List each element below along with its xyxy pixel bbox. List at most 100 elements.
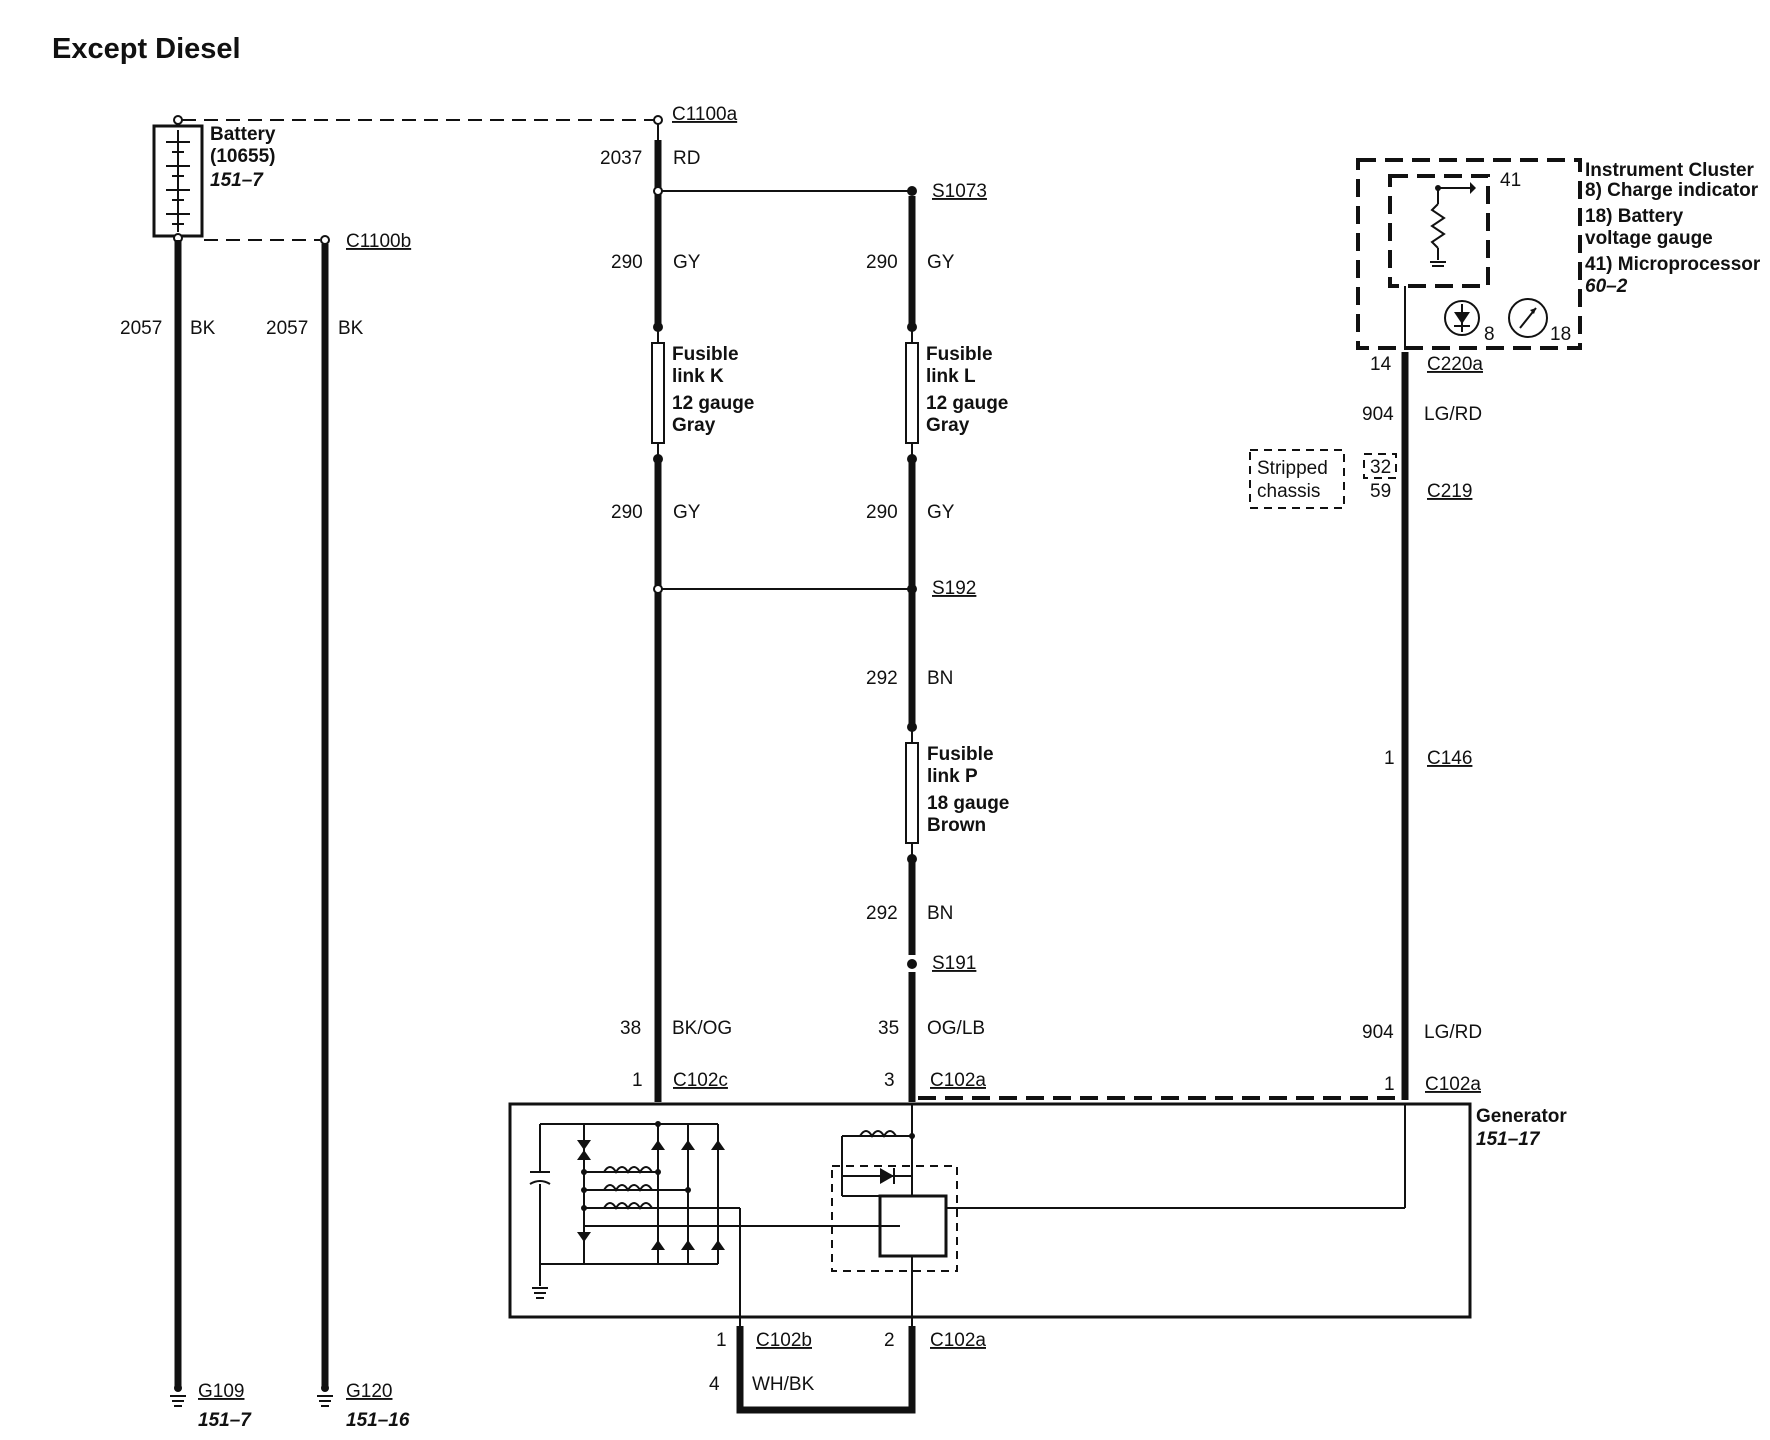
g109-label: G109 (198, 1381, 244, 1402)
wire-290b-num: 290 (611, 502, 643, 523)
ground-g109-icon (170, 1384, 186, 1407)
ground-g120-icon (317, 1384, 333, 1407)
c102a-right-label: C102a (1425, 1074, 1481, 1095)
c146-label: C146 (1427, 748, 1472, 769)
c1100a-label: C1100a (672, 104, 738, 125)
c102b-pin: 1 (716, 1330, 727, 1351)
s1073-label: S1073 (932, 181, 987, 202)
c1100a-terminal (653, 115, 663, 125)
cluster-ref: 60–2 (1585, 276, 1628, 297)
cluster-line3: 18) Battery (1585, 206, 1684, 227)
fusible-p-line4: Brown (927, 815, 986, 836)
c219-box-pin: 32 (1370, 457, 1391, 478)
battery-name: Battery (210, 124, 276, 145)
stripped-chassis-line2: chassis (1257, 481, 1320, 502)
fusible-link-l (905, 342, 919, 444)
microprocessor-icon (1430, 182, 1476, 267)
wire-35-num: 35 (878, 1018, 899, 1039)
fusible-k-line3: 12 gauge (672, 393, 754, 414)
g120-label: G120 (346, 1381, 392, 1402)
cluster-line1: Instrument Cluster (1585, 160, 1755, 181)
fusible-l-line1: Fusible (926, 344, 993, 365)
wire-4-loop (736, 1326, 916, 1414)
fusible-link-k (651, 342, 665, 444)
page-title: Except Diesel (52, 33, 241, 65)
battery-symbol (152, 115, 204, 243)
instrument-cluster-box (1356, 158, 1582, 350)
rectifier-bridge (529, 1121, 900, 1326)
stripped-chassis-line1: Stripped (1257, 458, 1328, 479)
c220a-pin: 14 (1370, 354, 1392, 375)
g120-ref: 151–16 (346, 1410, 410, 1431)
wire-38-color: BK/OG (672, 1018, 732, 1039)
wire-35-color: OG/LB (927, 1018, 985, 1039)
battery-ref: 151–7 (210, 170, 264, 191)
wire-904b-num: 904 (1362, 1022, 1394, 1043)
fusible-l-line2: link L (926, 366, 976, 387)
wire-292b-color: BN (927, 903, 953, 924)
c1100b-terminal (320, 235, 330, 245)
wire-2037-num: 2037 (600, 148, 642, 169)
c1100b-label: C1100b (346, 231, 411, 252)
s191-label: S191 (932, 953, 976, 974)
c102c-label: C102c (673, 1070, 728, 1091)
c102a-right-pin: 1 (1384, 1074, 1395, 1095)
wire-4-color: WH/BK (752, 1374, 815, 1395)
fusible-k-line2: link K (672, 366, 724, 387)
c102a-bottom-label: C102a (930, 1330, 986, 1351)
wire-292a-num: 292 (866, 668, 898, 689)
c220a-label: C220a (1427, 354, 1483, 375)
wire-290a-color: GY (673, 252, 701, 273)
voltage-regulator (831, 1104, 1406, 1326)
voltage-gauge-icon (1508, 298, 1548, 338)
wire-904b-color: LG/RD (1424, 1022, 1482, 1043)
generator-box (508, 1102, 1472, 1319)
wire-290c-color: GY (927, 252, 955, 273)
c219-pin: 59 (1370, 481, 1391, 502)
charge-indicator-icon (1444, 300, 1480, 336)
c102a-bottom-pin: 2 (884, 1330, 895, 1351)
cluster-line5: 41) Microprocessor (1585, 254, 1761, 275)
splice-left-1 (653, 186, 663, 196)
c102b-label: C102b (756, 1330, 812, 1351)
cluster-pin-18: 18 (1550, 324, 1571, 345)
g109-ref: 151–7 (198, 1410, 252, 1431)
battery-part: (10655) (210, 146, 276, 167)
c102c-pin: 1 (632, 1070, 643, 1091)
fusible-k-line1: Fusible (672, 344, 739, 365)
fusible-p-line1: Fusible (927, 744, 994, 765)
stripped-chassis-box (1249, 449, 1345, 509)
c219-pin-box (1363, 453, 1397, 479)
splice-left-2 (653, 584, 663, 594)
fusible-l-line4: Gray (926, 415, 970, 436)
fusible-p-line2: link P (927, 766, 978, 787)
wire-904a-color: LG/RD (1424, 404, 1482, 425)
s1073-splice (907, 186, 917, 196)
s192-label: S192 (932, 578, 976, 599)
wire-4-num: 4 (709, 1374, 720, 1395)
microprocessor-box (1388, 174, 1490, 288)
cluster-pin-8: 8 (1484, 324, 1495, 345)
wire-290d-num: 290 (866, 502, 898, 523)
generator-ref: 151–17 (1476, 1129, 1541, 1150)
cluster-line4: voltage gauge (1585, 228, 1713, 249)
s192-splice (907, 584, 917, 594)
wire-2057b-color: BK (338, 318, 364, 339)
wire-292a-color: BN (927, 668, 953, 689)
wire-290b-color: GY (673, 502, 701, 523)
fusible-l-line3: 12 gauge (926, 393, 1008, 414)
fusible-p-line3: 18 gauge (927, 793, 1009, 814)
wire-904a-num: 904 (1362, 404, 1394, 425)
fusible-link-p (905, 742, 919, 844)
wire-2037-color: RD (673, 148, 700, 169)
generator-name: Generator (1476, 1106, 1567, 1127)
wire-2057a-num: 2057 (120, 318, 162, 339)
fusible-k-line4: Gray (672, 415, 716, 436)
wire-290d-color: GY (927, 502, 955, 523)
wire-2057a-color: BK (190, 318, 216, 339)
wire-292b-num: 292 (866, 903, 898, 924)
c146-pin: 1 (1384, 748, 1395, 769)
cluster-pin-41: 41 (1500, 170, 1521, 191)
s191-splice (907, 959, 917, 969)
